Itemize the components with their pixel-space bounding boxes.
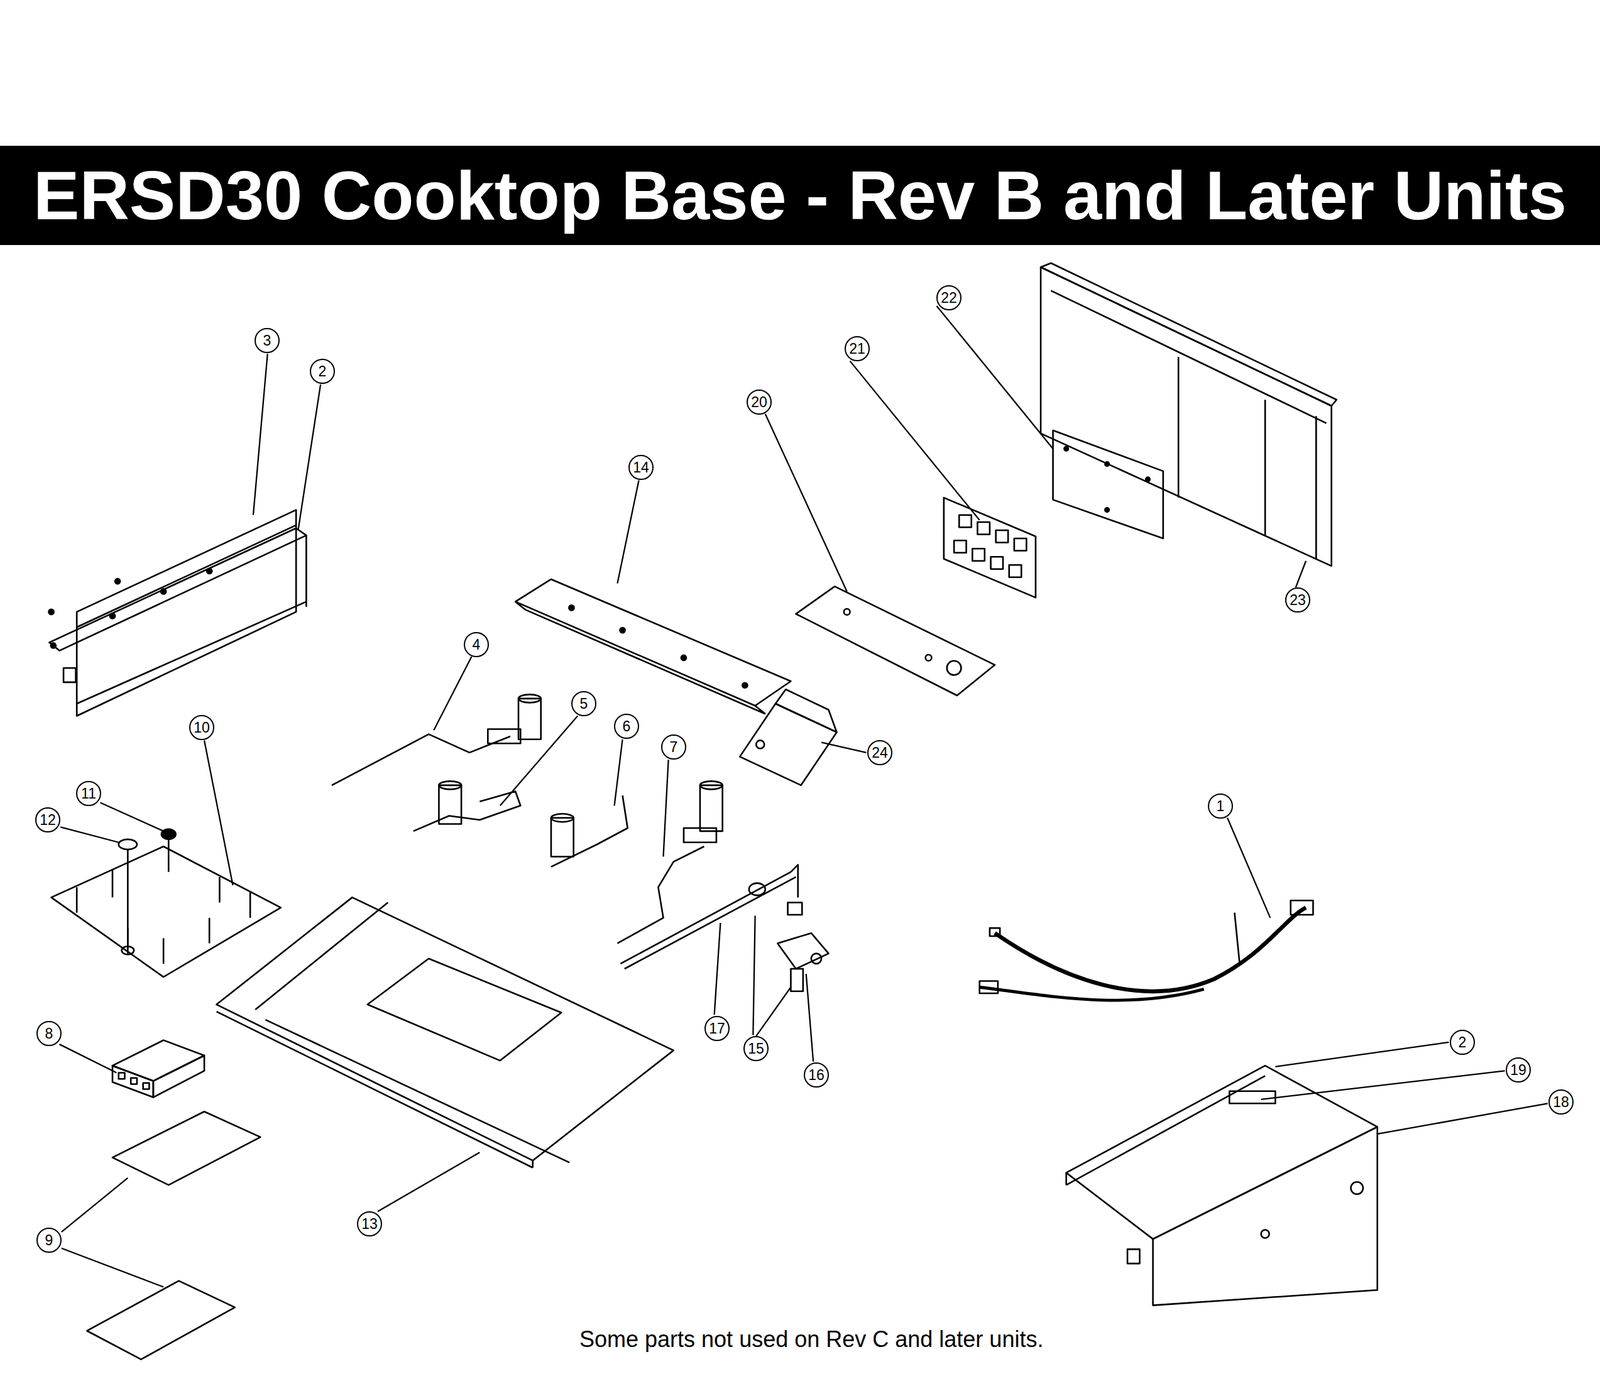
gas-manifold [620, 864, 829, 992]
rear-panel [1040, 263, 1337, 567]
control-board [943, 497, 1036, 598]
callout-number: 20 [746, 389, 772, 415]
callout-number: 3 [254, 328, 280, 354]
side-bracket [49, 510, 307, 717]
leader-lines [59, 306, 1548, 1288]
callout-number: 5 [571, 691, 597, 717]
callout-number: 4 [463, 632, 489, 658]
terminal-box [112, 1040, 205, 1098]
callout-number: 11 [76, 781, 102, 807]
access-plates [86, 1111, 261, 1360]
base-pan [216, 897, 674, 1168]
callout-number: 18 [1548, 1089, 1574, 1115]
callout-number: 2 [309, 358, 335, 384]
callout-number: 14 [628, 454, 654, 481]
gas-valves [331, 694, 723, 944]
callout-number: 19 [1505, 1057, 1531, 1083]
callout-number: 17 [704, 1016, 730, 1042]
callout-number: 15 [743, 1036, 769, 1062]
wire-harness [979, 900, 1314, 1001]
callout-number: 24 [867, 740, 893, 766]
callout-number: 2 [1449, 1030, 1475, 1056]
callout-number: 9 [36, 1227, 62, 1254]
callout-number: 16 [803, 1062, 829, 1088]
cover-plate [796, 586, 996, 696]
burner-channel [515, 579, 791, 714]
page-title: ERSD30 Cooktop Base - Rev B and Later Un… [33, 160, 1567, 231]
footnote-caption: Some parts not used on Rev C and later u… [579, 1326, 1044, 1354]
callout-number: 12 [35, 807, 61, 833]
callout-number: 7 [661, 734, 687, 760]
callout-number: 8 [36, 1021, 62, 1047]
callout-number: 6 [613, 713, 640, 740]
callout-number: 10 [189, 715, 215, 741]
mount-bracket [739, 689, 837, 786]
side-bracket [1066, 1065, 1378, 1306]
bottom-plate [51, 829, 281, 978]
callout-number: 1 [1207, 793, 1233, 819]
callout-number: 23 [1285, 587, 1311, 613]
callout-number: 21 [844, 336, 870, 362]
callout-number: 22 [936, 285, 962, 311]
callout-number: 13 [356, 1211, 383, 1237]
